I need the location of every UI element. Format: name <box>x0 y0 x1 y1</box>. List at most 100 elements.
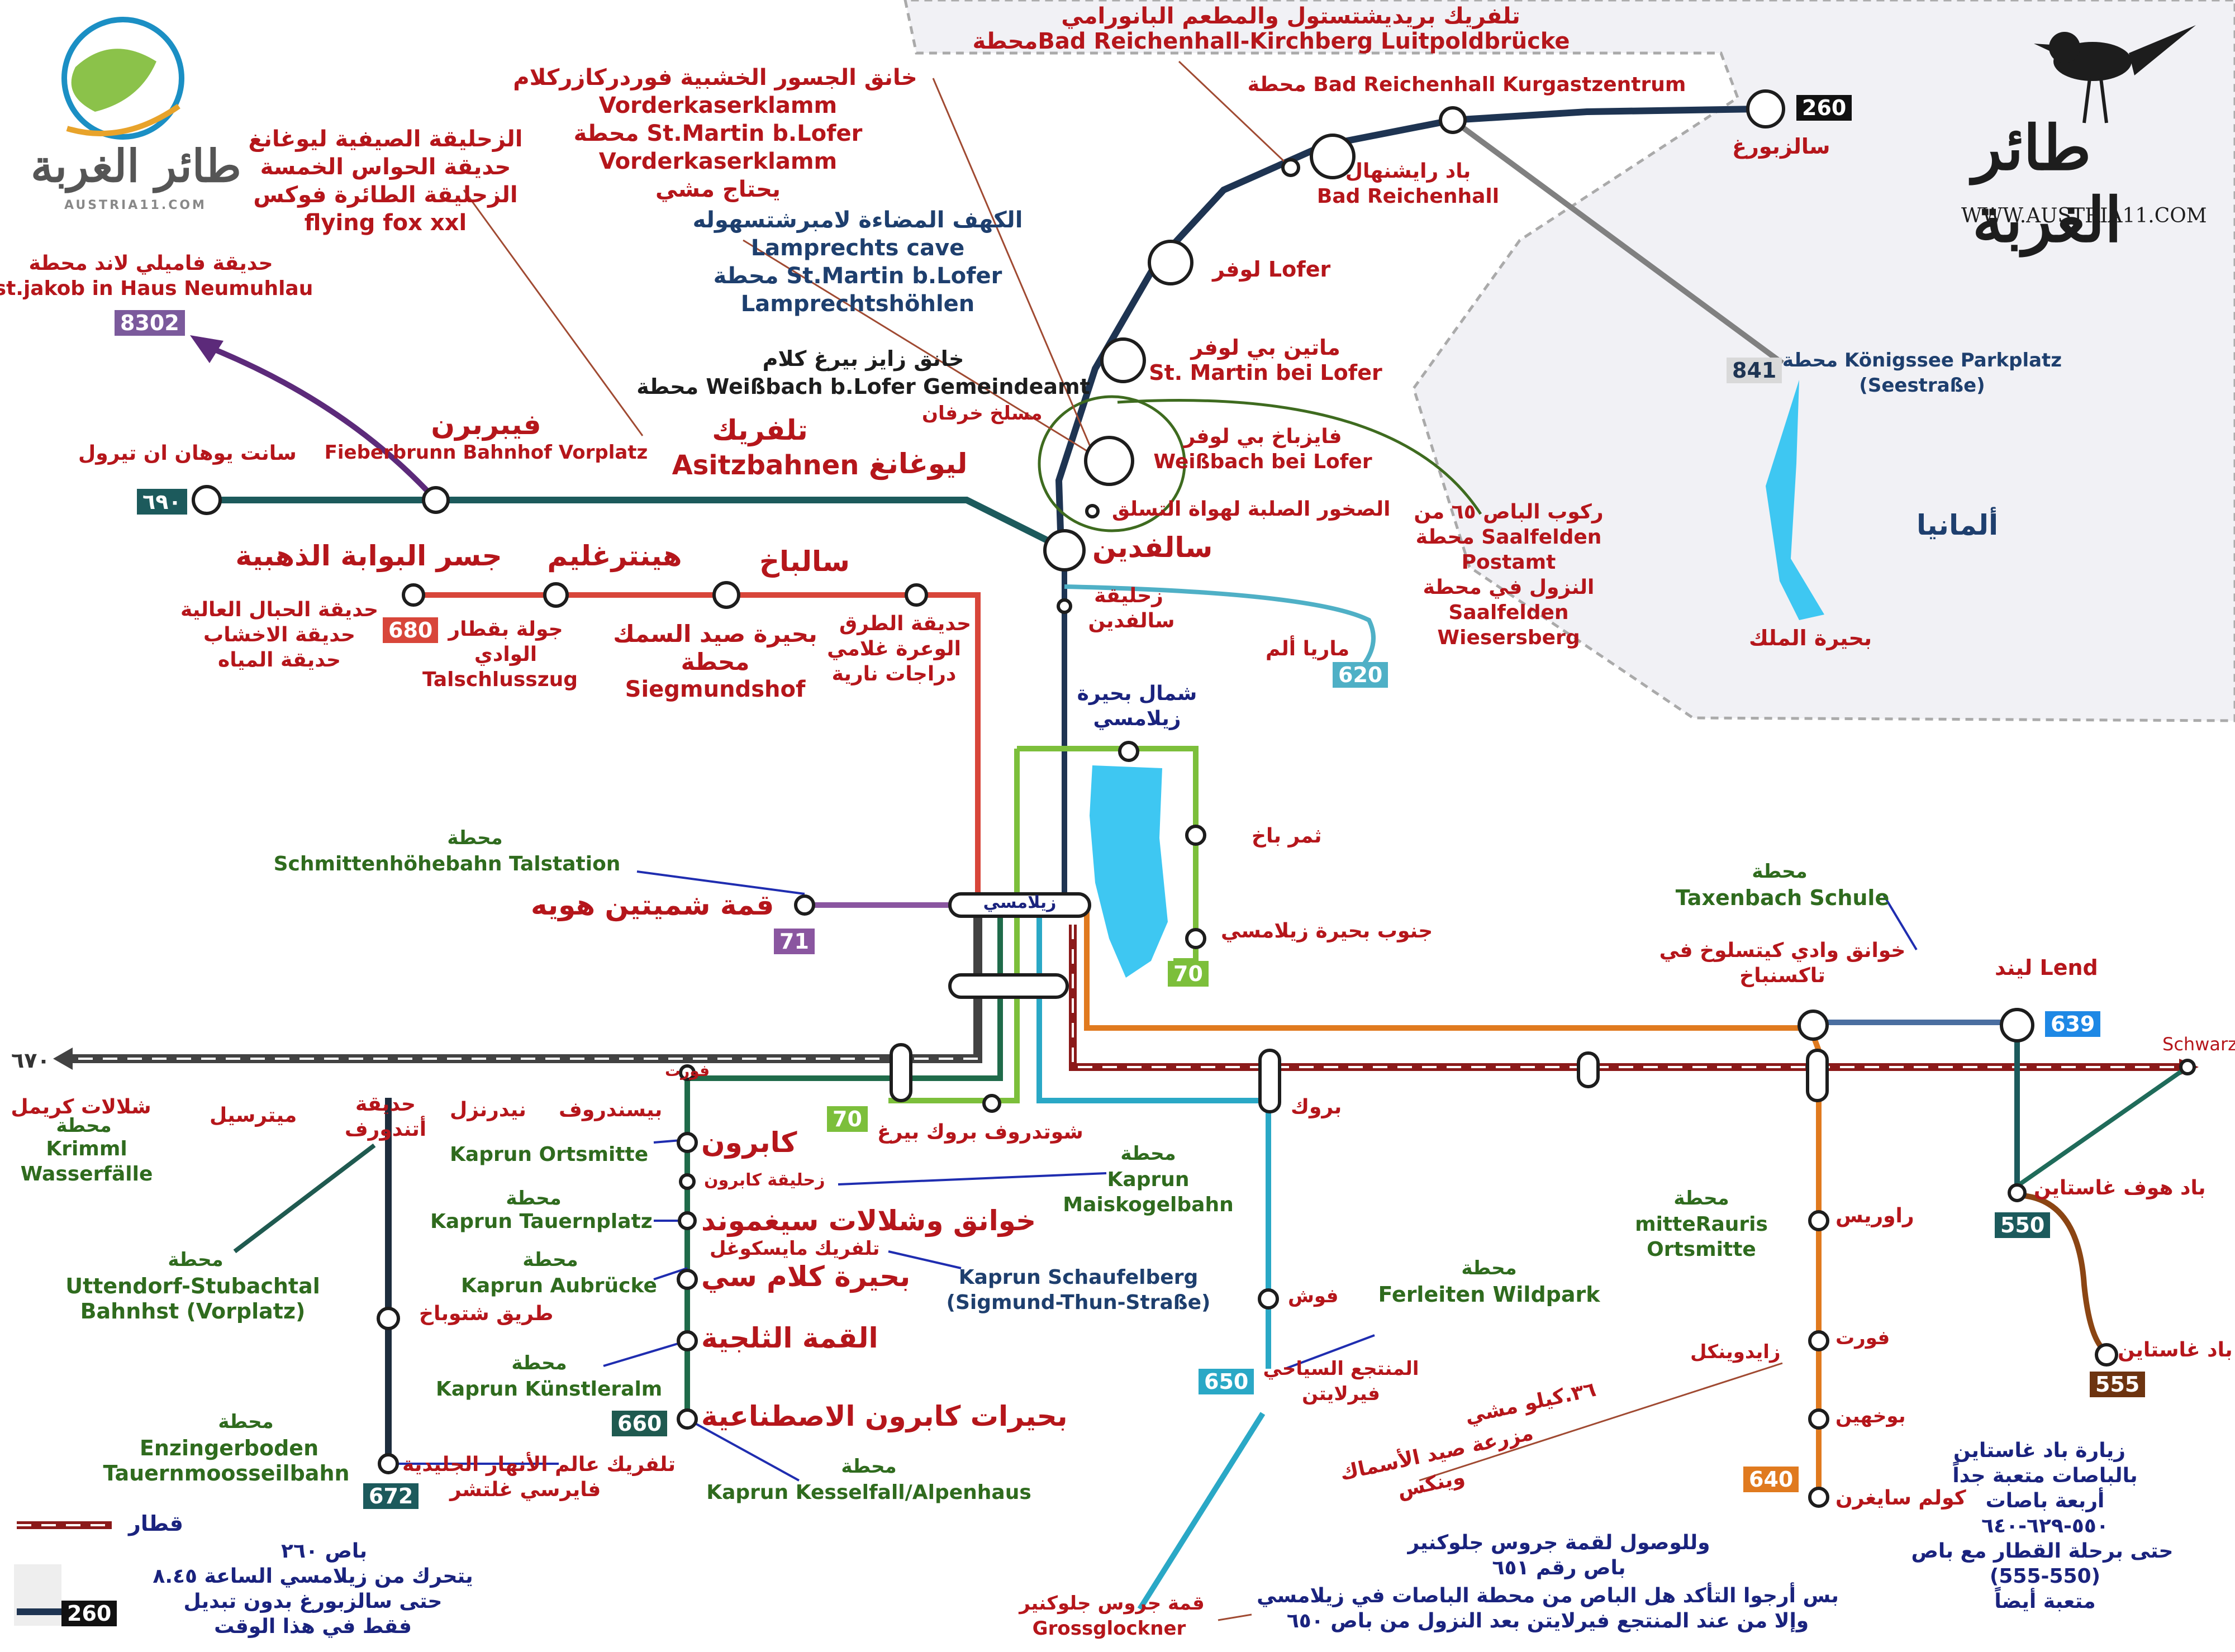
note-grossglockner-1: وللوصول لقمة جروس جلوكنير <box>1407 1531 1710 1554</box>
label-bad-reichenhall: Bad Reichenhall <box>1316 185 1500 208</box>
label-fuerth-ar: فورت <box>665 1061 710 1080</box>
route-690-line <box>207 497 1063 551</box>
badge-670: ٦٧٠ <box>11 1048 50 1073</box>
zellamsee-lake <box>1090 765 1168 978</box>
label-st-martin-lofer-2: محطة St.Martin b.Lofer <box>713 263 1002 289</box>
note-gastein-1: زيارة باد غاستاين <box>1953 1439 2125 1462</box>
label-kaprun-maiskogel-mahatta: محطة <box>1120 1142 1176 1165</box>
badge-70b: 70 <box>827 1106 868 1132</box>
label-ferleiten-ar: فيرلايتن <box>1302 1383 1380 1405</box>
label-kings-lake-ar: بحيرة الملك <box>1749 626 1872 650</box>
label-rauris-mahatta: محطة <box>1673 1187 1729 1210</box>
note-grossglockner-3: بس أرجوا التأكد هل الباص من محطة الباصات… <box>1257 1584 1839 1607</box>
label-sigmund-gorge-ar: خوانق وشلالات سيغموند <box>701 1205 1036 1237</box>
label-grossglockner-ar: قمة جروس جلوكنير <box>1019 1592 1205 1615</box>
route-670-line <box>73 908 982 1063</box>
label-maiskogel-teleferic-ar: تلفريك مايسكوغل <box>710 1237 880 1260</box>
label-teleferic-ar: تلفريك <box>712 414 808 446</box>
label-weissbach-bei-lofer: Weißbach bei Lofer <box>1153 450 1372 473</box>
label-uttendorf-mahatta: محطة <box>168 1249 224 1271</box>
label-hirschbuehel-ar: مسلخ خرفان <box>922 402 1043 425</box>
label-klamm-see-ar: بحيرة كلام سي <box>701 1260 911 1293</box>
label-saalfelden-ar-2: سالفدين <box>1088 610 1175 632</box>
label-st-martin-ar: ماتين بي لوفر <box>1191 335 1340 360</box>
label-schmitten-peak-ar: قمة شميتين هويه <box>531 889 774 921</box>
label-st-martin-bei-lofer: St. Martin bei Lofer <box>1149 360 1382 385</box>
label-asitzbahnen: Asitzbahnen <box>672 450 859 481</box>
label-bruck-ar: بروك <box>1291 1096 1342 1118</box>
note-bus260-1: باص ٢٦٠ <box>281 1540 367 1563</box>
label-kaprun-kesselfall: Kaprun Kesselfall/Alpenhaus <box>706 1481 1031 1504</box>
label-zellamsee-south-ar: جنوب بحيرة زيلامسي <box>1221 920 1433 942</box>
label-valley-ar: الوادي <box>474 643 538 666</box>
label-safari-ar: المنتجع السياحي <box>1263 1358 1419 1380</box>
label-kaprun-kuenstleralm: Kaprun Künstleralm <box>436 1378 663 1401</box>
label-kaprun-tauernplatz: Kaprun Tauernplatz <box>430 1210 653 1233</box>
label-vorderkaser-ar: خانق الجسور الخشبية فوردركازركلام <box>513 65 917 91</box>
label-fieberbrunn-ar: فيبربرن <box>431 408 541 441</box>
label-uttendorf-stubachtal: Uttendorf-Stubachtal <box>65 1274 320 1298</box>
label-rope-park-ar: حديقة الحبال العالية <box>180 598 379 621</box>
label-siegmundshof: Siegmundshof <box>625 677 806 702</box>
label-ferleiten-mahatta: محطة <box>1461 1257 1517 1279</box>
label-bahnhst-vorplatz: Bahnhst (Vorplatz) <box>80 1299 306 1323</box>
label-fusch-ar: فوش <box>1288 1285 1339 1307</box>
badge-690: ٦٩٠ <box>137 489 187 515</box>
note-gastein-2: بالباصات متعبة جداً <box>1952 1464 2138 1487</box>
label-bucheben-ar: بوخهين <box>1835 1405 1906 1427</box>
badge-639: 639 <box>2045 1011 2101 1037</box>
badge-70a: 70 <box>1168 961 1209 987</box>
schwarzach-link <box>2010 1065 2189 1192</box>
legend-train-swatch <box>17 1521 112 1529</box>
label-climbing-rocks-ar: الصخور الصلبة لهواة التسلق <box>1112 498 1391 521</box>
label-zeidwinkel-ar: زايدوينكل <box>1690 1341 1781 1363</box>
note-gastein-7: متعبة أيضاً <box>1994 1590 2096 1613</box>
label-enzingerboden: Enzingerboden <box>139 1436 319 1460</box>
label-kaprun-maiskogel-2: Maiskogelbahn <box>1063 1193 1234 1216</box>
label-leogang-ar: ليوغانغ <box>869 447 968 480</box>
label-wasserfaelle: Wasserfälle <box>20 1163 153 1186</box>
label-lend: ليند Lend <box>1995 955 2098 980</box>
label-zellamsee-north-ar-2: زيلامسي <box>1093 707 1181 730</box>
label-family-land-ar: حديقة فاميلي لاند محطة <box>28 252 273 275</box>
label-seestrasse: (Seestraße) <box>1859 374 1985 397</box>
label-germany-ar: ألمانيا <box>1917 509 1999 541</box>
badge-672: 672 <box>363 1483 419 1509</box>
label-schmitten-talstation: Schmittenhöhebahn Talstation <box>273 853 621 875</box>
label-mitterauris-2: Ortsmitte <box>1647 1238 1756 1261</box>
note-gastein-6: (555-550) <box>1989 1565 2101 1588</box>
label-summer-slides-ar: الزحليقة الصيفية ليوغانغ <box>248 126 523 152</box>
label-taxenbach-schule: Taxenbach Schule <box>1675 885 1890 910</box>
legend-260-badge: 260 <box>61 1601 117 1626</box>
label-walking-ar: يحتاج مشي <box>655 177 781 202</box>
label-flying-fox: flying fox xxl <box>304 210 467 236</box>
label-valley-train-ar: جولة بقطار <box>448 618 563 641</box>
callout-lines <box>391 870 1918 1482</box>
label-krimml: Krimml <box>46 1137 127 1160</box>
brand-name-right: طائر الغربة <box>1972 112 2122 256</box>
route-260-line <box>1055 106 1761 565</box>
label-bus65-ar: ركوب الباص ٦٥ من <box>1414 501 1604 523</box>
label-kitzloch-ar: خوانق وادي كيتسلوخ في <box>1659 939 1906 962</box>
label-schuettdorf-ar: شوتدروف بروك بيرغ <box>877 1121 1083 1144</box>
label-flying-fox-ar: الزحليقة الطائرة فوكس <box>253 182 518 208</box>
label-st-martin-lofer-1: محطة St.Martin b.Lofer <box>573 121 863 146</box>
label-enzingerboden-mahatta: محطة <box>218 1411 274 1433</box>
route-8302-line <box>206 344 438 502</box>
label-stubach-road-ar: طريق شتوباخ <box>419 1302 554 1325</box>
route-841-line <box>1451 117 1784 366</box>
label-kaprun-ortsmitte: Kaprun Ortsmitte <box>450 1143 649 1166</box>
label-lamprechts-ar: الكهف المضاءة لامبرشتسهوله <box>692 207 1023 233</box>
label-snow-peak-ar: القمة الثلجية <box>701 1322 878 1354</box>
label-saalfelden-postamt-1: محطة Saalfelden <box>1415 526 1602 549</box>
note-bus260-3: حتى سالزبورغ بدون تبديل <box>183 1590 443 1613</box>
label-grossglockner: Grossglockner <box>1032 1617 1186 1640</box>
label-krimml-ar: شلالات كريمل <box>11 1096 151 1118</box>
label-kesselfall-mahatta: محطة <box>841 1455 897 1478</box>
koenigssee-lake <box>1766 380 1824 620</box>
label-fishing-lake-ar: بحيرة صيد السمك <box>613 620 817 648</box>
label-talschlusszug: Talschlusszug <box>422 668 578 691</box>
label-schmitten-mahatta: محطة <box>447 827 503 849</box>
label-koenigssee-parkplatz: محطة Königssee Parkplatz <box>1782 349 2062 372</box>
